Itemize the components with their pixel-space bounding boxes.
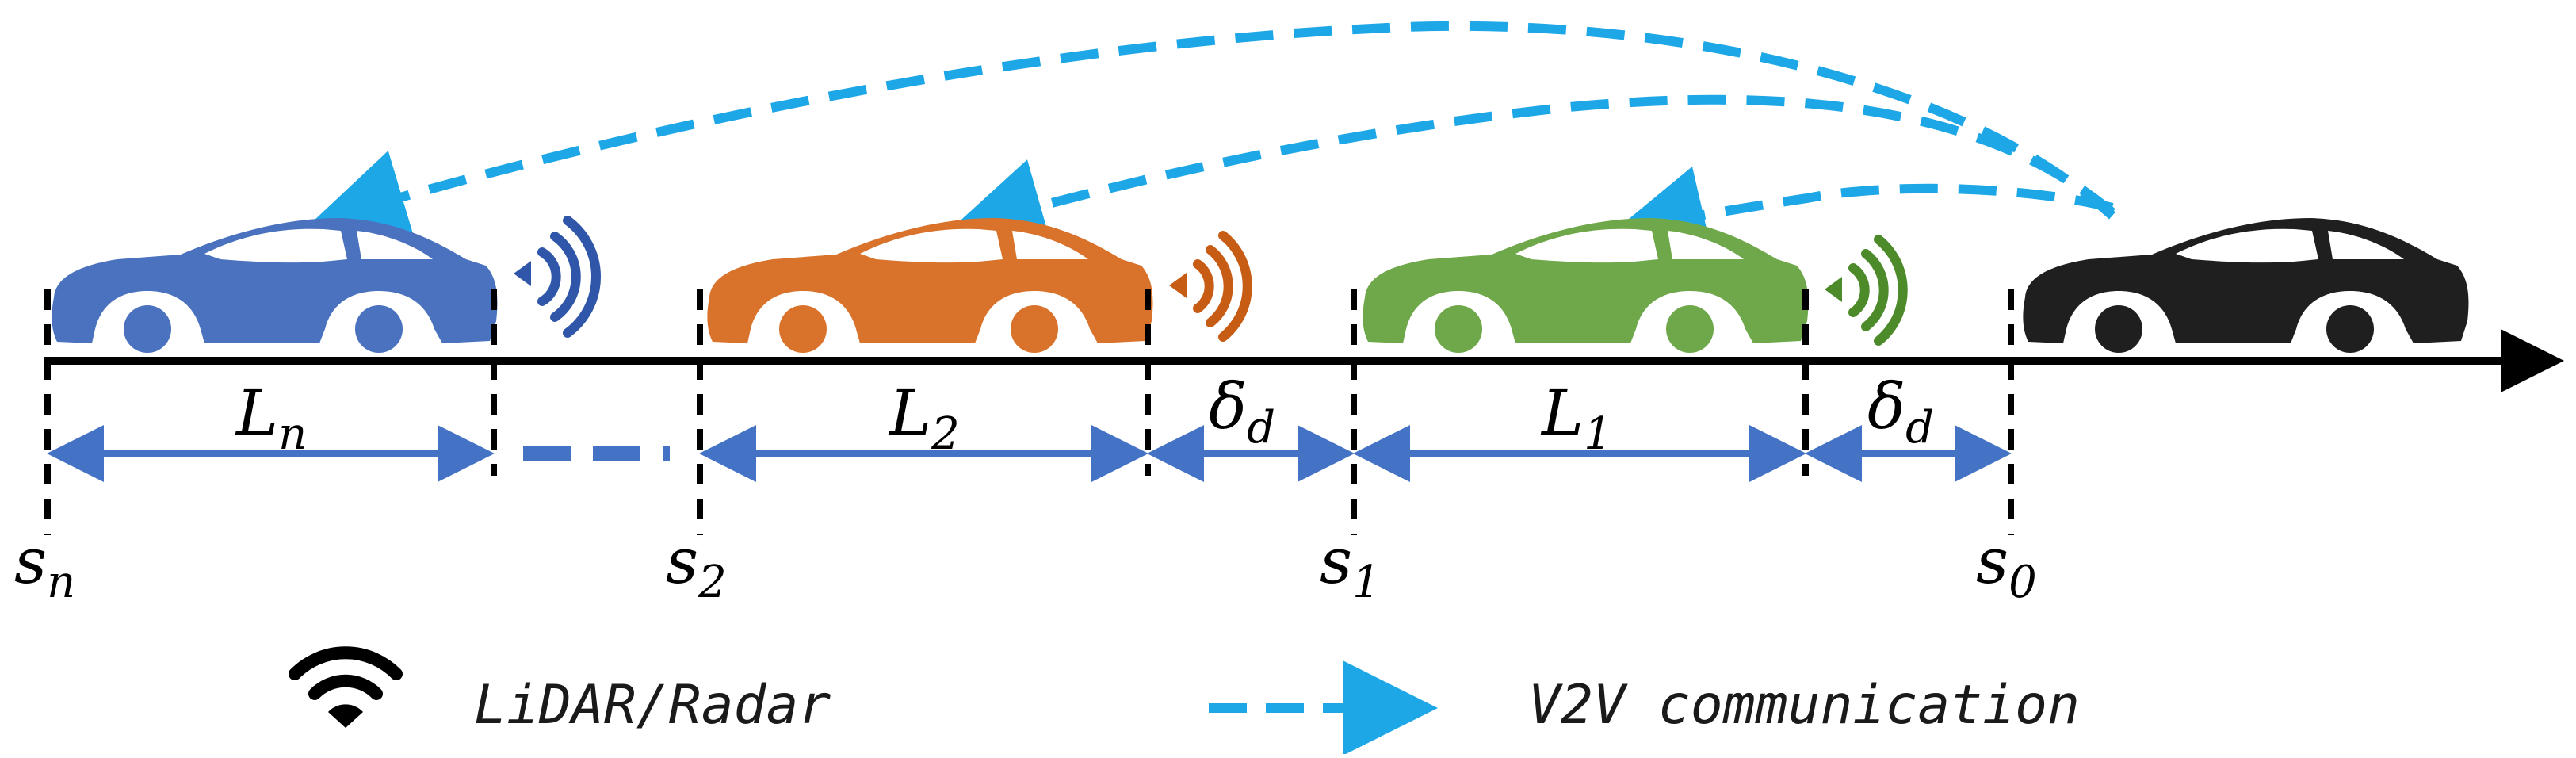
- label-s0: s0: [1976, 524, 2037, 608]
- v2v-links: [311, 21, 2115, 259]
- label-delta-2: δd: [1209, 369, 1275, 454]
- legend-sensor-label: LiDAR/Radar: [474, 674, 831, 737]
- v2v-link-to-vehicle-1: [1610, 166, 2114, 259]
- sensor-icon-vehicle-n: [514, 216, 602, 338]
- label-s2: s2: [666, 524, 727, 608]
- car-vehicle-1: [1363, 218, 1809, 362]
- car-vehicle-n: [52, 218, 498, 362]
- v2v-link-to-vehicle-2: [948, 94, 2115, 251]
- label-sn: sn: [14, 524, 75, 608]
- label-L1: L1: [1540, 376, 1612, 460]
- car-vehicle-2: [707, 218, 1153, 362]
- label-L2: L2: [888, 376, 960, 460]
- car-leader-vehicle-0: [2023, 218, 2469, 362]
- legend: LiDAR/Radar V2V communication: [289, 646, 2080, 756]
- wifi-icon: [289, 646, 403, 728]
- legend-v2v-label: V2V communication: [1528, 674, 2080, 737]
- label-Ln: Ln: [235, 376, 307, 460]
- v2v-link-to-vehicle-n: [311, 21, 2115, 243]
- label-s1: s1: [1320, 524, 1381, 608]
- sensor-icon-vehicle-1: [1825, 235, 1908, 346]
- label-delta-1: δd: [1867, 369, 1934, 454]
- sensor-icon-vehicle-2: [1169, 231, 1252, 342]
